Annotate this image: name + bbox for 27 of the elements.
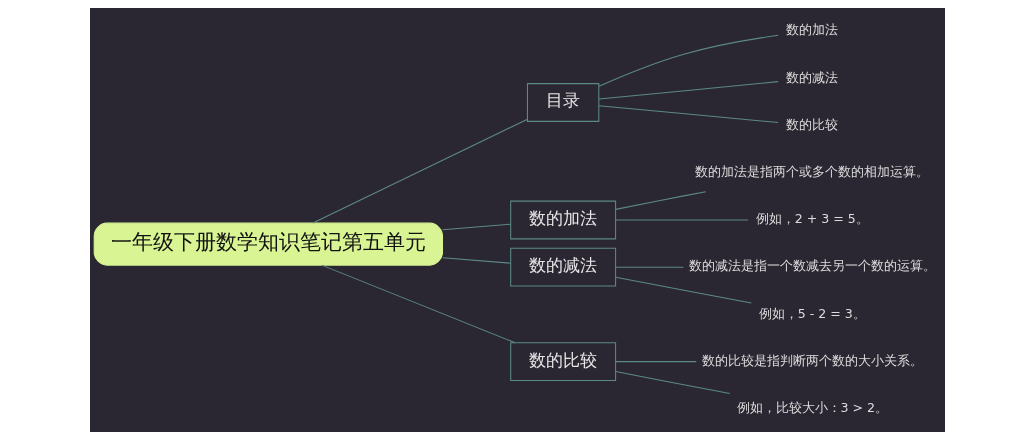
connector	[598, 81, 779, 100]
node-text: 数的加法是指两个或多个数的相加运算。	[695, 164, 930, 180]
node-box: 数的比较	[510, 342, 617, 382]
node-text: 例如，2 + 3 = 5。	[755, 211, 869, 227]
node-text: 数的比较是指判断两个数的大小关系。	[701, 352, 923, 368]
connector	[442, 223, 512, 231]
node-text: 数的加法	[786, 22, 839, 38]
node-text: 数的减法是指一个数减去另一个数的运算。	[688, 258, 936, 274]
node-box: 目录	[526, 83, 600, 122]
connector	[615, 371, 731, 394]
connector	[312, 118, 528, 224]
connector	[321, 264, 516, 344]
node-box: 数的加法	[510, 200, 617, 240]
connector	[615, 361, 697, 363]
connector	[442, 257, 512, 264]
connector	[598, 105, 779, 123]
connector	[598, 34, 779, 87]
node-text: 数的比较	[786, 116, 839, 132]
connector	[615, 219, 749, 221]
node-text: 例如，比较大小：3 > 2。	[736, 400, 889, 416]
node-box: 数的减法	[510, 247, 617, 287]
node-text: 数的减法	[786, 69, 839, 85]
node-text: 例如，5 - 2 = 3。	[758, 305, 866, 321]
connector	[615, 266, 684, 268]
connector	[615, 191, 707, 210]
node-box: 一年级下册数学知识笔记第五单元	[93, 222, 443, 266]
connector	[615, 276, 752, 304]
